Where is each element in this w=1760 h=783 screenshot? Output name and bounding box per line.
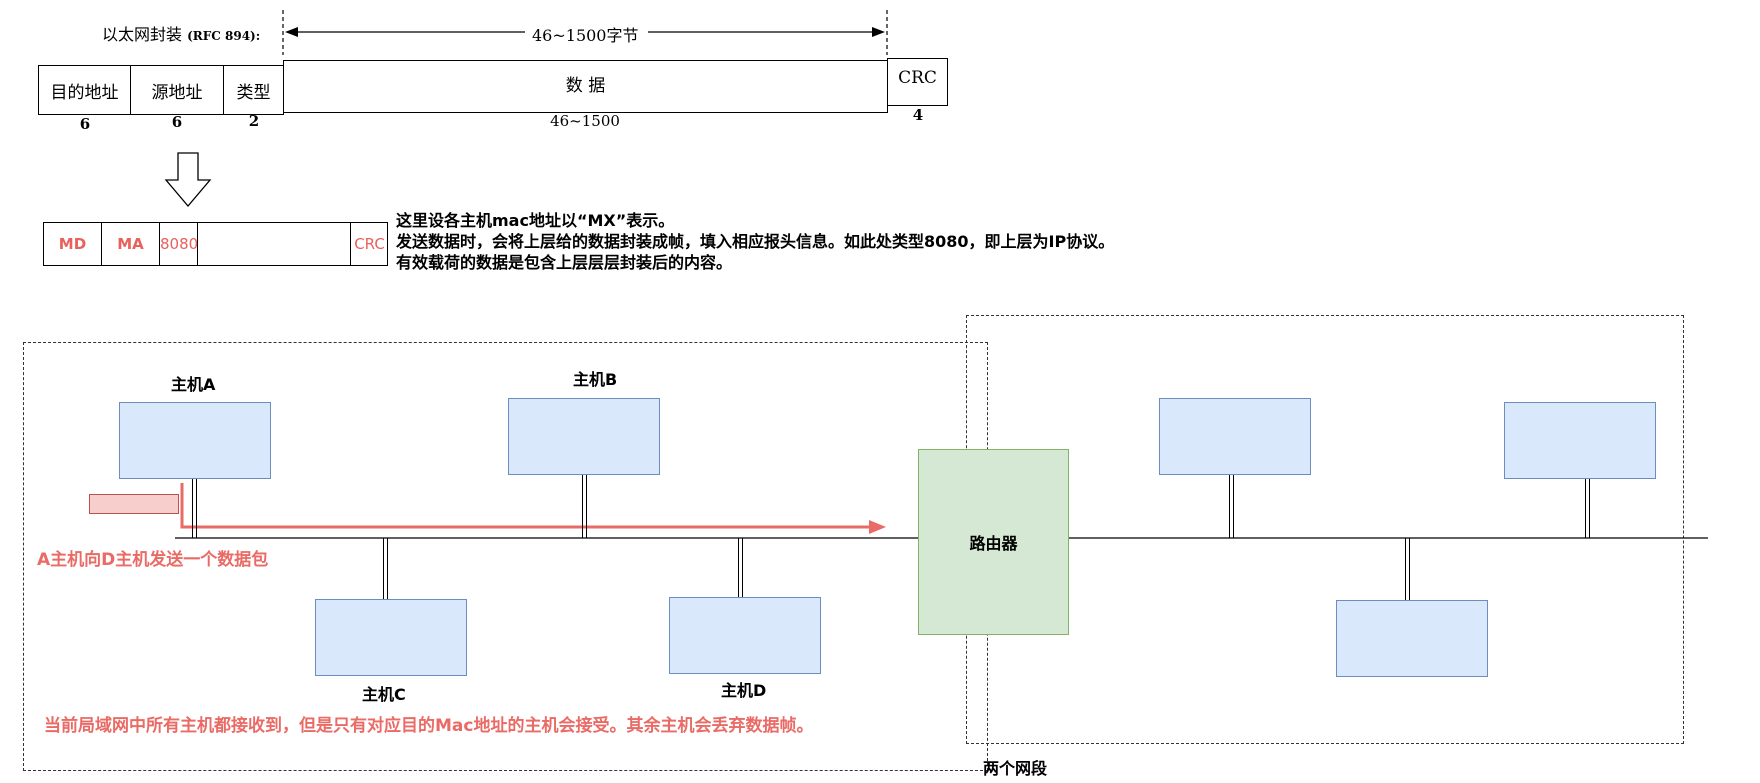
frame-size-type: 2 (248, 112, 260, 130)
simple-frame-type: 8080 (160, 223, 198, 265)
segments-label: 两个网段 (983, 759, 1048, 778)
host-c-label: 主机C (362, 685, 406, 704)
link-host-r2 (1585, 479, 1590, 538)
frame-field-crc-label: CRC (898, 68, 937, 88)
link-host-b (582, 474, 587, 538)
router-label: 路由器 (969, 534, 1018, 553)
frame-field-data-label: 数 据 (565, 76, 606, 96)
host-a[interactable] (119, 402, 271, 479)
ethernet-title-text: 以太网封装 (102, 25, 183, 44)
router[interactable]: 路由器 (918, 449, 1069, 635)
frame-size-dest: 6 (79, 115, 91, 133)
frame-size-data: 46~1500 (550, 112, 620, 130)
send-caption: A主机向D主机发送一个数据包 (37, 550, 269, 570)
simple-frame: MD MA 8080 CRC (43, 222, 388, 266)
note-line-2: 发送数据时，会将上层给的数据封装成帧，填入相应报头信息。如此处类型8080，即上… (396, 232, 1115, 251)
ethernet-title: 以太网封装 (RFC 894): (102, 21, 260, 45)
frame-notes: 这里设各主机mac地址以“MX”表示。 发送数据时，会将上层给的数据封装成帧，填… (396, 210, 1114, 273)
host-b[interactable] (508, 398, 660, 475)
frame-field-src: 源地址 (130, 65, 224, 115)
note-line-3: 有效载荷的数据是包含上层层层封装后的内容。 (396, 253, 733, 272)
frame-field-type: 类型 (223, 65, 284, 115)
simple-frame-data (198, 223, 351, 265)
host-right-1[interactable] (1159, 398, 1311, 475)
packet-marker (89, 494, 179, 514)
host-b-label: 主机B (573, 370, 618, 389)
simple-frame-crc: CRC (354, 235, 385, 253)
host-right-3[interactable] (1336, 600, 1488, 677)
simple-frame-md: MD (44, 223, 102, 265)
data-range-label: 46~1500字节 (528, 22, 643, 46)
link-host-a (192, 479, 197, 538)
frame-field-crc: CRC (887, 58, 948, 106)
frame-field-data: 数 据 (283, 60, 888, 113)
host-right-2[interactable] (1504, 402, 1656, 479)
link-host-d (738, 538, 743, 600)
host-d[interactable] (669, 597, 821, 674)
receive-caption: 当前局域网中所有主机都接收到，但是只有对应目的Mac地址的主机会接受。其余主机会… (44, 716, 814, 736)
host-a-label: 主机A (171, 375, 216, 394)
simple-frame-ma: MA (102, 223, 160, 265)
note-line-1: 这里设各主机mac地址以“MX”表示。 (396, 211, 675, 230)
link-host-r3 (1405, 538, 1410, 601)
rfc-label: (RFC 894): (187, 29, 261, 43)
link-host-c (383, 538, 388, 600)
frame-size-src: 6 (171, 113, 183, 131)
link-host-r1 (1229, 474, 1234, 538)
frame-field-dest-label: 目的地址 (50, 82, 119, 103)
frame-field-src-label: 源地址 (151, 82, 203, 103)
host-d-label: 主机D (721, 681, 767, 700)
host-c[interactable] (315, 599, 467, 676)
frame-field-type-label: 类型 (236, 82, 271, 103)
frame-size-crc: 4 (912, 106, 924, 124)
down-arrow-icon (164, 152, 212, 208)
